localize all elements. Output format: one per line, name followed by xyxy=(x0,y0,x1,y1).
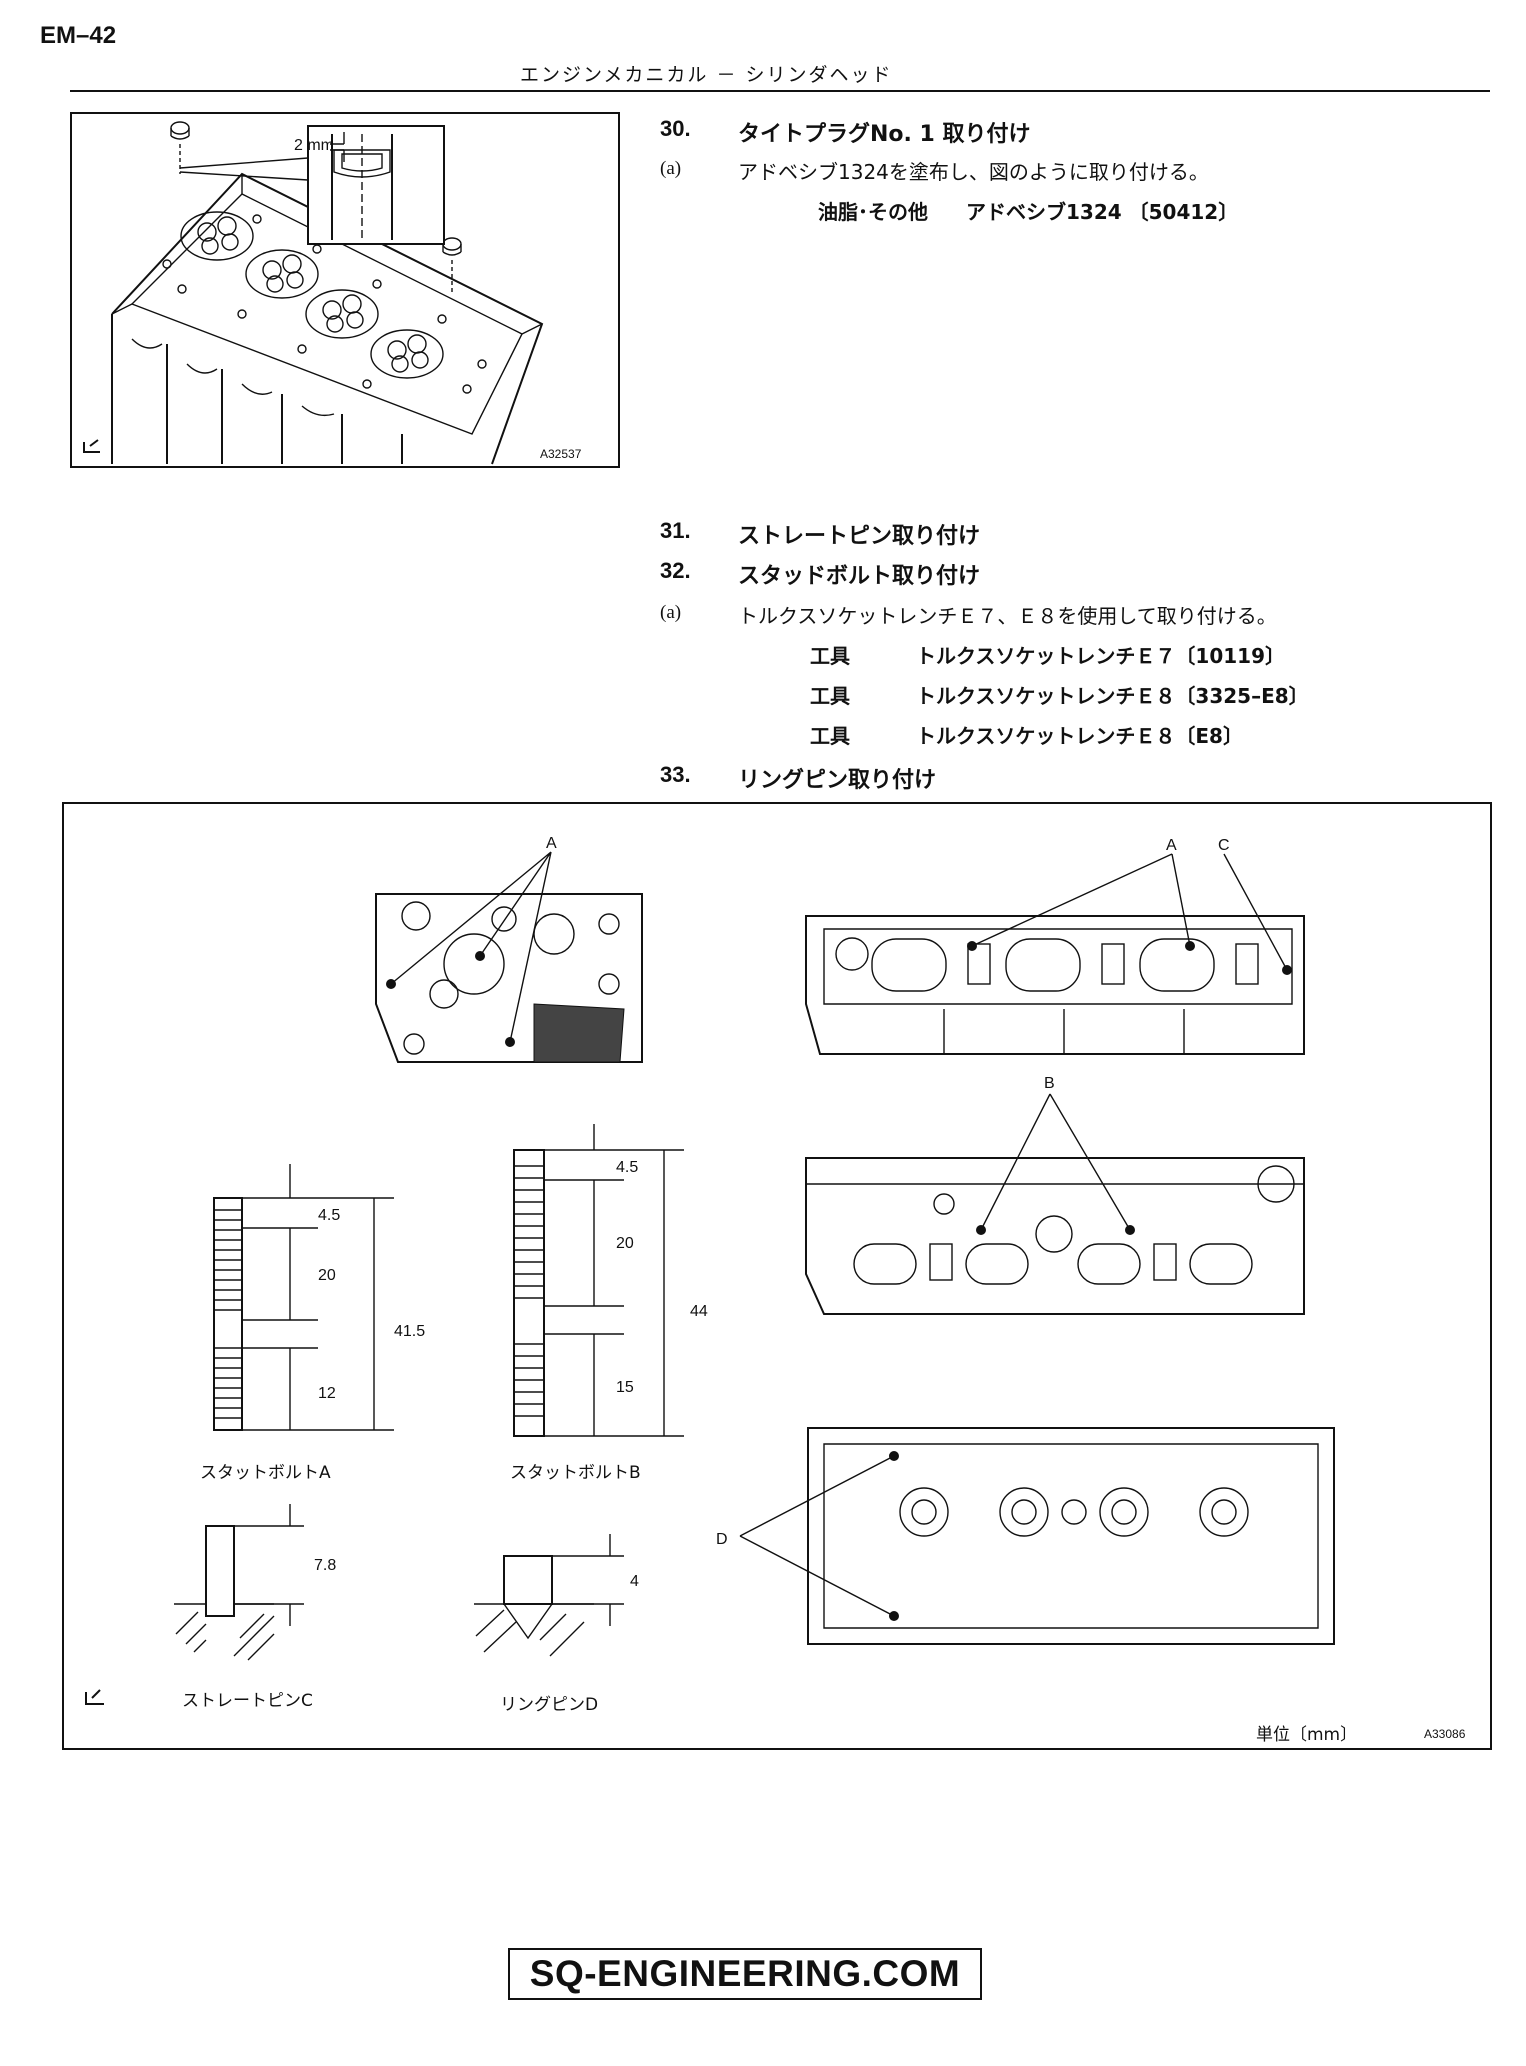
tight-plug-right xyxy=(442,237,462,292)
step-30-title: タイトプラグNo. 1 取り付け xyxy=(738,122,1031,147)
step-33-number: 33. xyxy=(660,762,691,787)
step-33-title: リングピン取り付け xyxy=(738,768,937,793)
stud-b-dim-2: 20 xyxy=(616,1235,634,1252)
step-32-title: スタッドボルト取り付け xyxy=(738,564,981,589)
cylinder-head-drawing xyxy=(111,172,544,465)
step-30-spec-label: 油脂･その他 xyxy=(818,200,928,224)
pin-c-height: 7.8 xyxy=(314,1557,336,1574)
step-30-sub-label: (a) xyxy=(660,158,682,179)
stud-b-dim-1: 4.5 xyxy=(616,1159,638,1176)
stud-b-name: スタットボルトB xyxy=(510,1463,641,1483)
step-31-title: ストレートピン取り付け xyxy=(738,524,981,549)
stud-a-dim-3: 12 xyxy=(318,1385,336,1402)
step-30-number: 30. xyxy=(660,116,691,141)
tight-plug-left xyxy=(170,121,190,174)
pin-d-height: 4 xyxy=(630,1573,639,1590)
plug-depth-detail xyxy=(179,125,445,245)
stud-a-dim-1: 4.5 xyxy=(318,1207,340,1224)
site-watermark: SQ-ENGINEERING.COM xyxy=(508,1948,982,2000)
callout-a-left: A xyxy=(546,835,557,852)
pin-d-name: リングピンD xyxy=(500,1695,598,1715)
step-32-sub-text: トルクスソケットレンチＥ７、Ｅ８を使用して取り付ける。 xyxy=(738,604,1277,628)
step-30-sub-text: アドベシブ1324を塗布し、図のように取り付ける。 xyxy=(738,160,1209,184)
tool-1-value: トルクスソケットレンチＥ７〔10119〕 xyxy=(916,644,1285,668)
figure-code: A32537 xyxy=(540,447,582,461)
stud-b-dim-3: 15 xyxy=(616,1379,634,1396)
plug-depth-label: 2 mm xyxy=(294,137,334,154)
section-title: エンジンメカニカル － シリンダヘッド xyxy=(520,64,893,86)
note-icon xyxy=(85,1689,104,1705)
tool-3-label: 工具 xyxy=(810,724,850,748)
callout-b: B xyxy=(1044,1075,1055,1092)
head-side-view-exhaust: B xyxy=(805,1075,1305,1315)
step-31-number: 31. xyxy=(660,518,691,543)
stud-a-name: スタットボルトA xyxy=(200,1463,331,1483)
tool-2-value: トルクスソケットレンチＥ８〔3325–E8〕 xyxy=(916,684,1309,708)
figure-code: A33086 xyxy=(1424,1727,1466,1741)
step-30-spec-value: アドベシブ1324 〔50412〕 xyxy=(966,200,1239,224)
stud-a-total: 41.5 xyxy=(394,1323,425,1340)
pin-c-name: ストレートピンC xyxy=(182,1691,313,1711)
head-top-view: D xyxy=(716,1427,1335,1645)
figure-tight-plug: 2 mm A32537 xyxy=(70,112,620,468)
stud-bolt-a: 4.5 20 12 41.5 スタットボルトA xyxy=(200,1164,425,1483)
callout-c: C xyxy=(1218,837,1230,854)
callout-a-right: A xyxy=(1166,837,1177,854)
step-32-sub-label: (a) xyxy=(660,602,682,623)
tool-2-label: 工具 xyxy=(810,684,850,708)
ring-pin-d: 4 リングピンD xyxy=(474,1534,639,1715)
step-32-number: 32. xyxy=(660,558,691,583)
callout-d: D xyxy=(716,1531,728,1548)
head-side-view-intake: A C xyxy=(805,837,1305,1055)
straight-pin-c: 7.8 ストレートピンC xyxy=(174,1504,336,1711)
note-icon xyxy=(83,439,100,453)
stud-a-dim-2: 20 xyxy=(318,1267,336,1284)
figure-pin-stud-locations: A A C xyxy=(62,802,1492,1750)
unit-label: 単位〔mm〕 xyxy=(1256,1725,1357,1745)
stud-b-total: 44 xyxy=(690,1303,708,1320)
stud-bolt-b: 4.5 20 15 44 スタットボルトB xyxy=(510,1124,708,1483)
tool-3-value: トルクスソケットレンチＥ８〔E8〕 xyxy=(916,724,1243,748)
page-id: EM–42 xyxy=(40,22,117,49)
tool-1-label: 工具 xyxy=(810,644,850,668)
header-divider xyxy=(70,90,1490,92)
head-end-view: A xyxy=(375,835,643,1063)
